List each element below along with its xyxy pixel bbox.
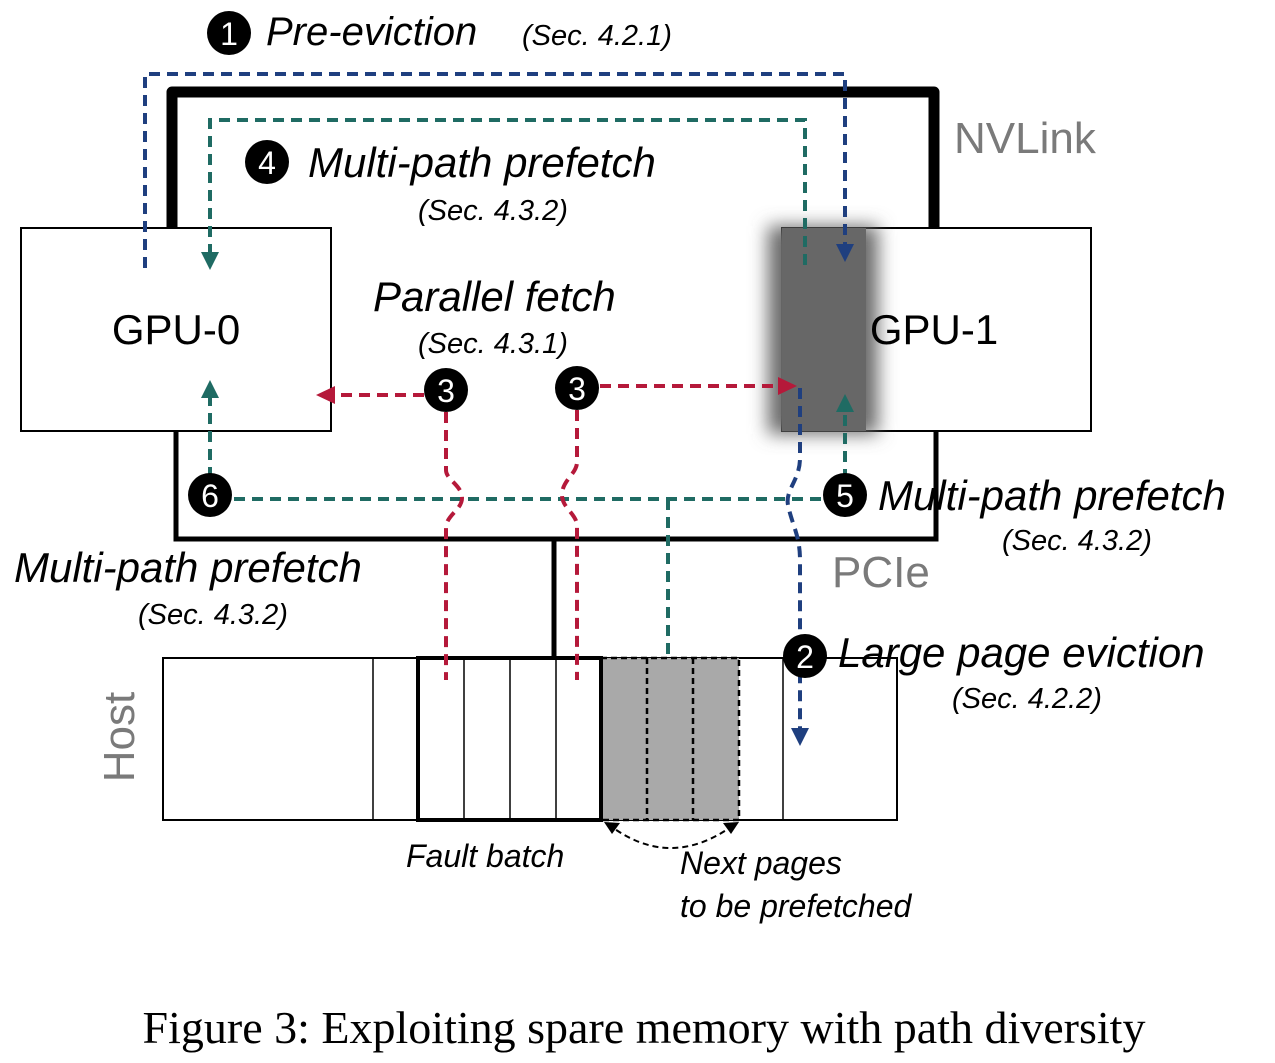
- multipath-5-label: Multi-path prefetch: [878, 472, 1226, 519]
- svg-text:4: 4: [258, 145, 276, 181]
- multipath-pcie-path: [234, 410, 847, 501]
- marker-1: 1: [207, 11, 251, 55]
- multipath-4-label: Multi-path prefetch: [308, 139, 656, 186]
- next-pages-arrow: [607, 823, 736, 849]
- multipath-6-label: Multi-path prefetch: [14, 544, 362, 591]
- svg-text:3: 3: [568, 371, 586, 407]
- marker-6: 6: [188, 473, 232, 517]
- parallel-fetch-sec: (Sec. 4.3.1): [418, 328, 568, 360]
- prefetch-pages: [601, 658, 739, 820]
- marker-2: 2: [783, 634, 827, 678]
- parallel-fetch-label: Parallel fetch: [373, 273, 616, 320]
- fault-batch-label: Fault batch: [406, 838, 564, 874]
- large-page-eviction-label: Large page eviction: [838, 629, 1205, 676]
- large-page-eviction-sec: (Sec. 4.2.2): [952, 683, 1102, 715]
- large-page-eviction-path: [785, 388, 802, 728]
- nvlink-line: [166, 86, 940, 228]
- marker-3b: 3: [555, 366, 599, 410]
- next-pages-label-line1: Next pages: [680, 845, 842, 881]
- gpu1-spare-memory: [782, 228, 866, 431]
- marker-4: 4: [245, 140, 289, 184]
- multipath-6-sec: (Sec. 4.3.2): [138, 599, 288, 631]
- svg-text:3: 3: [437, 373, 455, 409]
- pre-eviction-sec: (Sec. 4.2.1): [522, 20, 672, 52]
- pcie-bus: [173, 430, 939, 542]
- svg-text:6: 6: [201, 478, 219, 514]
- pcie-label: PCIe: [832, 548, 930, 597]
- svg-text:5: 5: [836, 478, 854, 514]
- gpu0-box: [20, 227, 332, 432]
- pre-eviction-label: Pre-eviction: [266, 10, 477, 54]
- marker-3a: 3: [424, 368, 468, 412]
- nvlink-label: NVLink: [954, 114, 1097, 163]
- marker-5: 5: [823, 473, 867, 517]
- multipath-4-sec: (Sec. 4.3.2): [418, 195, 568, 227]
- gpu1-label: GPU-1: [870, 306, 998, 353]
- next-pages-label-line2: to be prefetched: [680, 888, 912, 924]
- multipath-nvlink-path: [208, 118, 807, 265]
- svg-text:1: 1: [220, 16, 238, 52]
- host-memory-box: [162, 657, 898, 821]
- pre-eviction-path: [143, 72, 847, 268]
- svg-text:2: 2: [796, 639, 814, 675]
- host-label: Host: [95, 692, 144, 782]
- figure-caption: Figure 3: Exploiting spare memory with p…: [143, 1002, 1146, 1053]
- gpu0-label: GPU-0: [112, 306, 240, 353]
- multipath-5-sec: (Sec. 4.3.2): [1002, 525, 1152, 557]
